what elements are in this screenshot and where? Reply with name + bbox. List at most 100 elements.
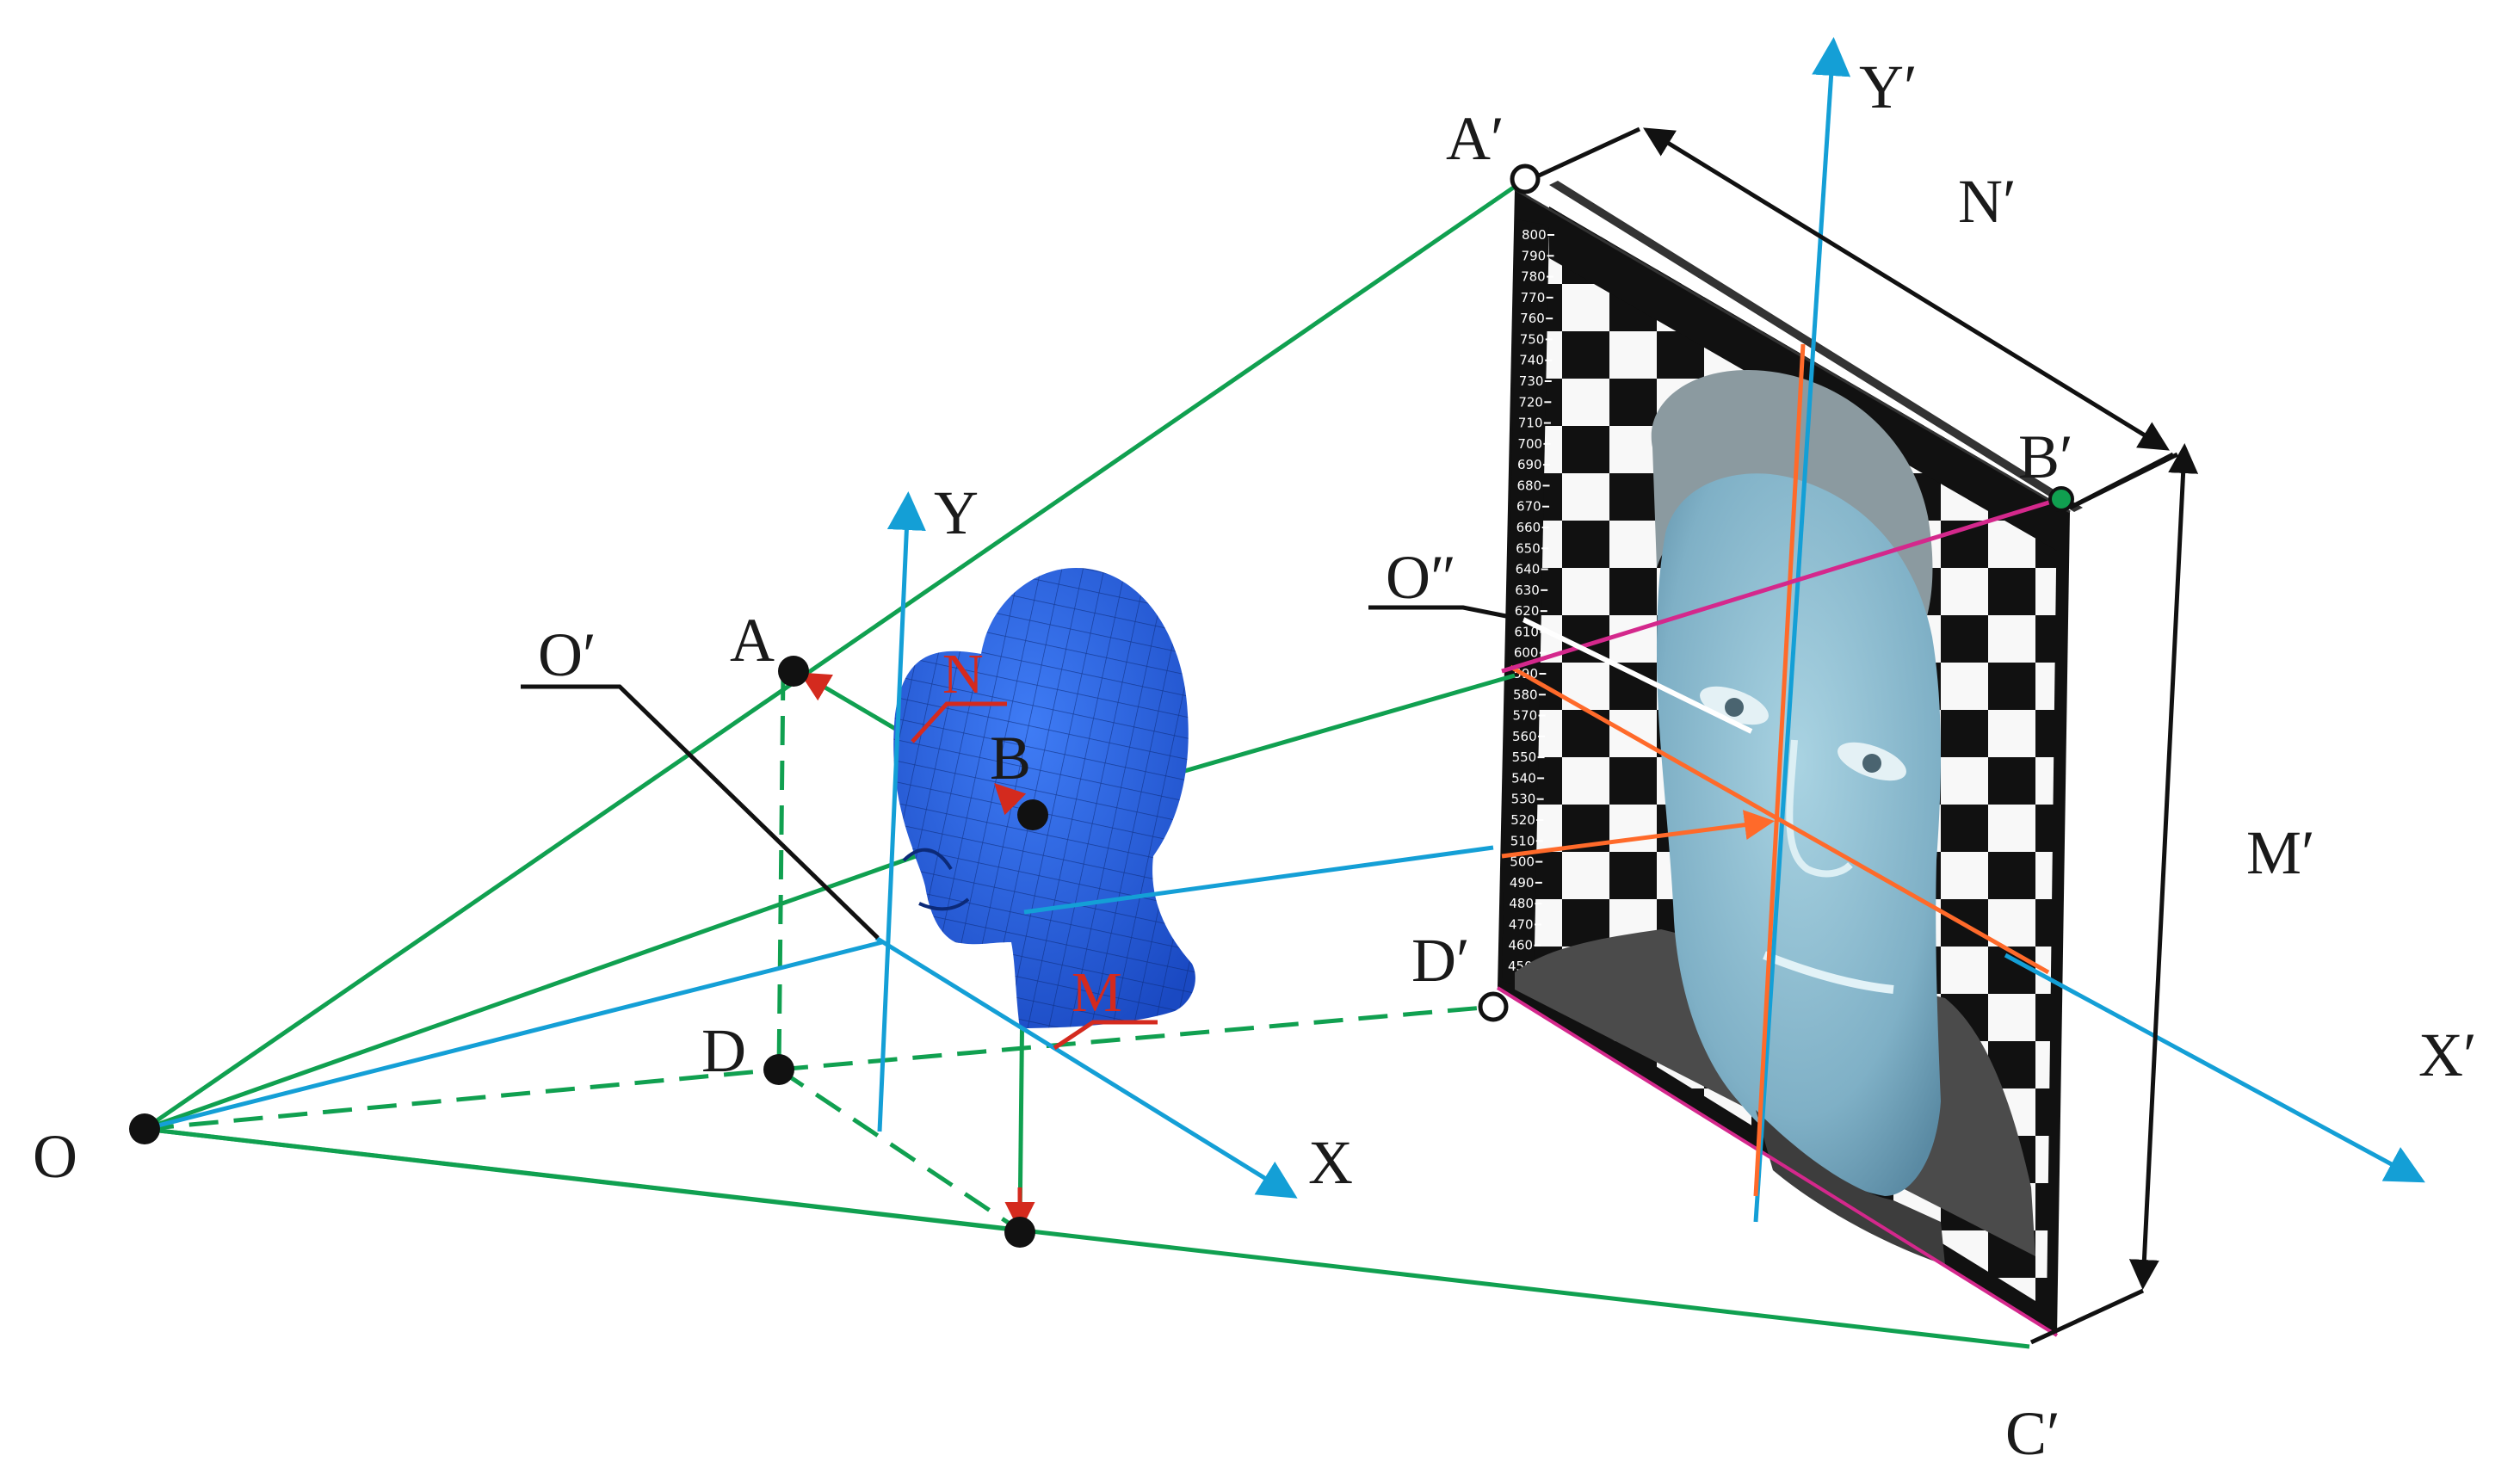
scale-tick-label: 470 <box>1509 916 1534 932</box>
scale-tick-label: 510 <box>1510 833 1535 848</box>
image-plane: 8007907807707607507407307207107006906806… <box>1496 181 2083 1337</box>
line-O-B <box>144 812 1034 1132</box>
scale-tick-label: 760 <box>1520 311 1545 326</box>
label-O-prime: O′ <box>538 620 596 689</box>
label-C-prime: C′ <box>2005 1399 2060 1468</box>
scale-tick-label: 490 <box>1510 875 1535 891</box>
image-axes <box>1501 343 2050 1197</box>
line-O-D <box>144 1067 780 1132</box>
label-O-dprime: O″ <box>1386 543 1456 612</box>
point-B <box>1017 799 1048 830</box>
axes <box>144 37 2425 1223</box>
scale-tick-label: 580 <box>1513 687 1538 702</box>
scale-tick-label: 700 <box>1517 436 1542 452</box>
scale-tick-label: 680 <box>1517 478 1542 493</box>
label-D: D <box>701 1016 746 1085</box>
red-guides <box>911 701 1158 1232</box>
portrait-mouth <box>1763 951 1894 994</box>
line-O-Aprime <box>143 178 1525 1132</box>
label-Y-prime: Y′ <box>1859 52 1918 121</box>
scale-tick-label: 710 <box>1518 416 1543 431</box>
portrait-left-pupil <box>1725 698 1744 717</box>
leader-O-prime <box>521 684 880 940</box>
axis-Xprime <box>2004 953 2425 1183</box>
scale-tick-label: 630 <box>1515 583 1540 598</box>
scale-tick-label: 690 <box>1517 457 1542 472</box>
point-D-prime <box>1478 991 1509 1022</box>
head-mesh <box>893 568 1195 1028</box>
image-center-arrow <box>1501 810 1775 859</box>
dim-N-arrow <box>1643 127 2170 451</box>
label-B: B <box>990 724 1031 792</box>
leader-O-dprime <box>1368 605 1524 622</box>
label-O: O <box>33 1122 77 1191</box>
portrait-nose <box>1786 739 1853 878</box>
image-plane-bottom-edge <box>1496 986 2059 1337</box>
scale-tick-label: 570 <box>1512 708 1537 724</box>
guide-B-arrow-left <box>994 783 1027 816</box>
scale-tick-label: 640 <box>1516 562 1541 577</box>
scale-tick-label: 460 <box>1508 938 1533 953</box>
label-A-prime: A′ <box>1446 104 1504 173</box>
labels: O O′ A B D X Y N M A′ B′ C′ D′ O″ N′ M′ … <box>33 52 2477 1468</box>
leaders <box>521 126 2199 1345</box>
scale-ticks: 8007907807707607507407307207107006906806… <box>1508 227 1554 974</box>
line-O-C <box>144 1126 1021 1233</box>
axis-Y <box>877 491 926 1132</box>
label-A: A <box>730 606 775 675</box>
axis-head-ray <box>1023 845 1494 915</box>
portrait-neck-collar <box>1756 1110 1945 1265</box>
scale-tick-label: 610 <box>1514 624 1539 639</box>
points <box>129 163 2074 1248</box>
line-D-C <box>777 1067 1022 1233</box>
point-B-prime <box>2048 486 2074 512</box>
dim-N-extension-left <box>1526 126 1641 183</box>
scale-tick-label: 560 <box>1512 729 1537 744</box>
label-N: N <box>942 643 984 706</box>
scale-tick-label: 720 <box>1518 394 1543 410</box>
scale-tick-label: 550 <box>1512 749 1537 765</box>
point-O <box>129 1113 160 1144</box>
inverted-portrait <box>1515 370 2035 1265</box>
guide-N <box>911 701 1007 743</box>
dim-M-extension-top <box>2068 452 2179 510</box>
dim-M-arrow <box>2128 443 2199 1290</box>
head-face-detail <box>902 848 970 911</box>
line-D-Dprime <box>778 1004 1494 1072</box>
portrait-right-pupil <box>1862 754 1881 773</box>
image-center-pointer <box>1522 617 1753 734</box>
head-model <box>893 568 1195 1028</box>
guide-M <box>1053 1020 1158 1051</box>
label-N-prime: N′ <box>1958 167 2017 236</box>
axis-X <box>874 935 1298 1199</box>
label-D-prime: D′ <box>1411 926 1470 995</box>
image-diagonal <box>1501 495 2066 674</box>
scale-tick-label: 600 <box>1514 645 1539 661</box>
scale-tick-label: 520 <box>1510 812 1535 828</box>
point-C <box>1004 1217 1035 1248</box>
label-M-prime: M′ <box>2246 818 2315 887</box>
scale-tick-label: 800 <box>1522 227 1547 243</box>
scale-tick-label: 480 <box>1509 896 1534 911</box>
scale-tick-label: 740 <box>1519 353 1544 368</box>
label-M: M <box>1072 961 1122 1024</box>
scale-tick-label: 750 <box>1520 331 1545 347</box>
dim-M-extension-bottom <box>2029 1288 2145 1345</box>
projection-lines <box>143 178 2030 1349</box>
label-B-prime: B′ <box>2018 422 2073 491</box>
line-A-D <box>776 670 786 1070</box>
scale-tick-label: 620 <box>1515 603 1540 619</box>
label-X: X <box>1308 1128 1353 1197</box>
label-Y: Y <box>934 478 979 547</box>
scale-tick-label: 770 <box>1521 290 1546 305</box>
image-axis-vertical <box>1753 343 1806 1197</box>
scale-tick-label: 500 <box>1510 854 1535 870</box>
image-axis-horizontal <box>1509 664 2050 975</box>
scale-tick-label: 660 <box>1516 520 1541 535</box>
scale-tick-label: 530 <box>1511 792 1536 807</box>
scale-tick-label: 540 <box>1511 770 1536 786</box>
point-A <box>778 656 809 687</box>
portrait-face <box>1657 473 1941 1196</box>
scale-tick-label: 650 <box>1516 540 1541 556</box>
